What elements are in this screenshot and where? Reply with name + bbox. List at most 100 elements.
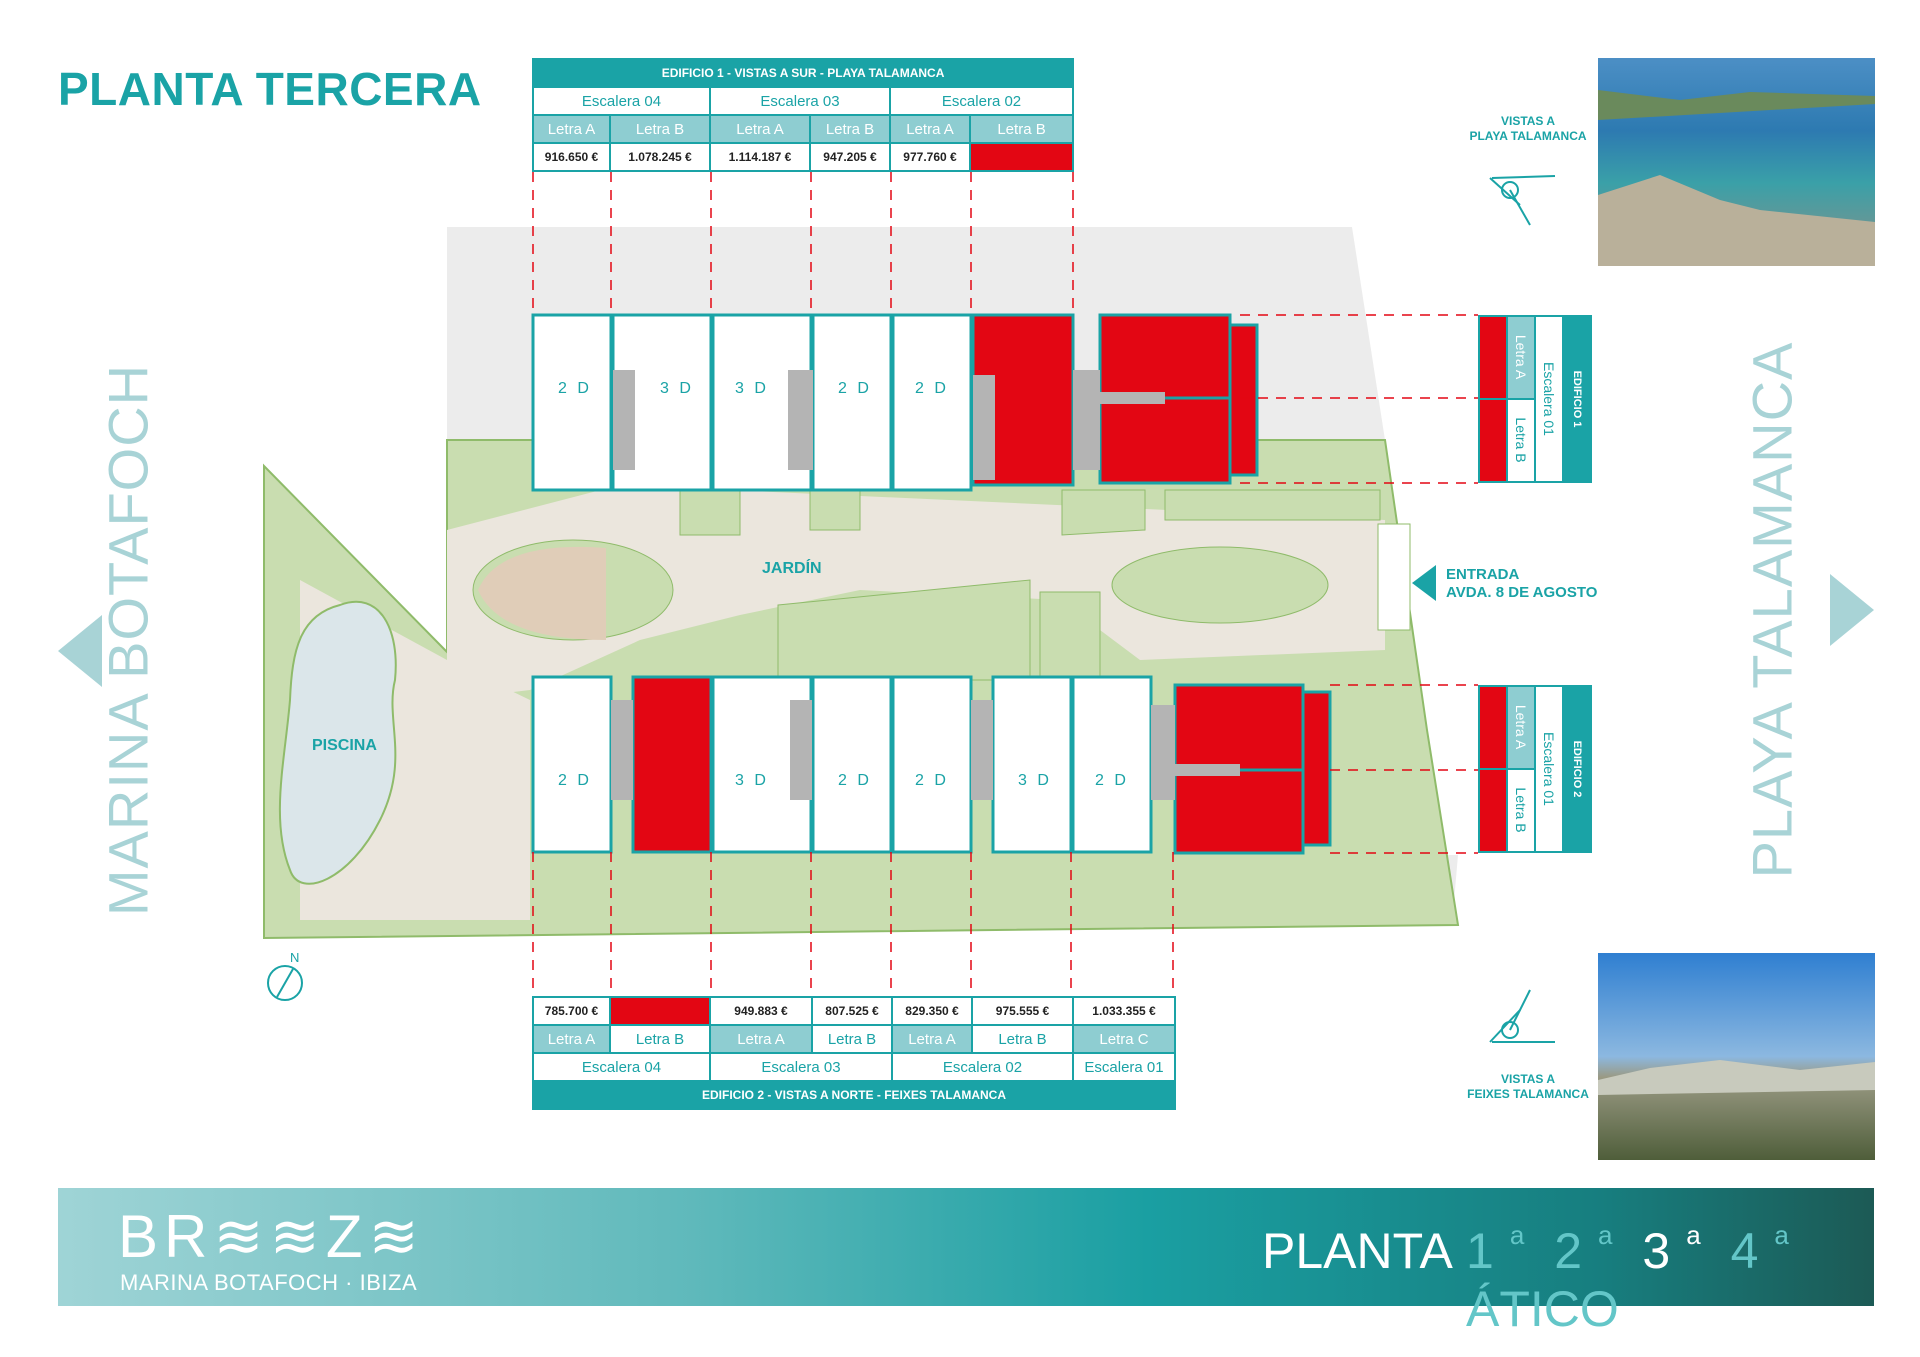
b2-letra: Letra C — [1072, 1024, 1176, 1054]
building-2-side-table: Letra A Letra B Escalera 01 EDIFICIO 2 — [1478, 685, 1592, 853]
b2-letra: Letra B — [811, 1024, 893, 1054]
b1-side-edificio-cell — [1562, 315, 1592, 483]
b2-price: 1.033.355 € — [1072, 996, 1176, 1026]
b1-side-letra-a: Letra A — [1513, 334, 1529, 380]
garden-bed-top-4 — [1164, 489, 1381, 521]
b2-letra: Letra A — [891, 1024, 973, 1054]
pool-label: PISCINA — [312, 737, 377, 754]
b1-side-letra-b: Letra B — [1513, 417, 1529, 463]
b1-side-sold-b — [1478, 398, 1508, 483]
b2-side-edificio-cell — [1562, 685, 1592, 853]
views-top-line-1: VISTAS A — [1500, 114, 1555, 128]
unit-b1-2[interactable]: 3 D — [660, 380, 694, 397]
unit-b2-5[interactable]: 3 D — [1018, 772, 1052, 789]
unit-b2-2[interactable]: 3 D — [735, 772, 769, 789]
unit-b2-3[interactable]: 2 D — [838, 772, 872, 789]
views-label-top: VISTAS A PLAYA TALAMANCA — [1448, 114, 1608, 144]
unit-b1-5[interactable]: 2 D — [915, 380, 949, 397]
planta-label: PLANTA — [1262, 1223, 1453, 1279]
b1-escalera-02: Escalera 02 — [888, 86, 1075, 116]
guide-lines-b2 — [532, 684, 1478, 995]
floor-1-sup: a — [1509, 1220, 1525, 1250]
floor-3-num: 3 — [1642, 1223, 1671, 1279]
floor-2-sup: a — [1598, 1220, 1613, 1250]
unit-b1-3[interactable]: 3 D — [735, 380, 769, 397]
views-top-line-2: PLAYA TALAMANCA — [1469, 129, 1587, 143]
floor-3-sup: a — [1686, 1220, 1701, 1250]
b2-letra: Letra A — [532, 1024, 611, 1054]
entrance-arrow-icon — [1412, 565, 1436, 601]
b1-letra: Letra B — [609, 114, 711, 144]
views-bottom-line-1: VISTAS A — [1500, 1072, 1555, 1086]
compass-icon — [267, 965, 303, 1001]
b1-price: 916.650 € — [532, 142, 611, 172]
unit-b1-4[interactable]: 2 D — [838, 380, 872, 397]
pool-shape — [278, 600, 397, 885]
b1-letra: Letra A — [709, 114, 811, 144]
views-label-bottom: VISTAS A FEIXES TALAMANCA — [1448, 1072, 1608, 1102]
guide-lines-b1 — [532, 172, 1478, 484]
b2-price: 829.350 € — [891, 996, 973, 1026]
building-1-header: EDIFICIO 1 - VISTAS A SUR - PLAYA TALAMA… — [531, 58, 1075, 88]
b1-side-edificio: EDIFICIO 1 — [1571, 370, 1583, 428]
b2-letra: Letra A — [709, 1024, 813, 1054]
b2-escalera-02: Escalera 02 — [891, 1052, 1074, 1082]
building-1-table: EDIFICIO 1 - VISTAS A SUR - PLAYA TALAMA… — [531, 58, 1075, 172]
b2-side-letra-a: Letra A — [1513, 704, 1529, 750]
building-2-cores — [611, 700, 1240, 800]
brand-subtitle: MARINA BOTAFOCH · IBIZA — [120, 1270, 418, 1295]
b1-price: 947.205 € — [809, 142, 891, 172]
b1-letra: Letra A — [889, 114, 971, 144]
b2-side-escalera-cell — [1534, 685, 1564, 853]
b2-escalera-01: Escalera 01 — [1072, 1052, 1176, 1082]
b2-price: 807.525 € — [811, 996, 893, 1026]
garden-bed-left-pink — [478, 546, 606, 640]
brand-logo: BR≋≋Z≋ — [118, 1203, 425, 1270]
b2-side-edificio: EDIFICIO 2 — [1571, 740, 1583, 798]
arrow-left-icon — [58, 615, 102, 687]
floor-1-num: 1 — [1466, 1223, 1494, 1279]
garden-bed-top-2 — [809, 489, 861, 531]
floor-4-num: 4 — [1730, 1223, 1759, 1279]
floor-atico[interactable]: ÁTICO — [1466, 1281, 1619, 1337]
b1-side-sold-a — [1478, 315, 1508, 400]
building-2-header: EDIFICIO 2 - VISTAS A NORTE - FEIXES TAL… — [532, 1080, 1176, 1110]
unit-b2-1[interactable]: 2 D — [558, 772, 592, 789]
b2-side-letra-b: Letra B — [1513, 787, 1529, 833]
b2-price: 785.700 € — [532, 996, 611, 1026]
garden-bed-top-1 — [679, 489, 741, 536]
b1-side-escalera-cell — [1534, 315, 1564, 483]
b2-escalera-03: Escalera 03 — [709, 1052, 893, 1082]
entrance-line-1: ENTRADA — [1446, 566, 1520, 583]
building-2-table: 785.700 € 949.883 € 807.525 € 829.350 € … — [532, 996, 1176, 1110]
b1-letra: Letra B — [968, 114, 1075, 144]
garden-bed-right — [1111, 546, 1329, 624]
b2-price-sold — [609, 996, 711, 1026]
garden-bed-center-2 — [1039, 591, 1101, 681]
views-bottom-line-2: FEIXES TALAMANCA — [1467, 1087, 1589, 1101]
garden-label: JARDÍN — [762, 560, 822, 577]
b2-price: 975.555 € — [971, 996, 1074, 1026]
b2-side-escalera: Escalera 01 — [1541, 732, 1557, 806]
b2-side-sold-a — [1478, 685, 1508, 770]
building-1-side-table: Letra A Letra B Escalera 01 EDIFICIO 1 — [1478, 315, 1592, 483]
unit-b2-4[interactable]: 2 D — [915, 772, 949, 789]
b2-side-sold-b — [1478, 768, 1508, 853]
unit-b1-1[interactable]: 2 D — [558, 380, 592, 397]
b1-price: 1.114.187 € — [709, 142, 811, 172]
garden-bed-top-3 — [1061, 489, 1146, 536]
footer-bar — [58, 1188, 1874, 1306]
b1-price-sold — [968, 142, 1075, 172]
b2-escalera-04: Escalera 04 — [532, 1052, 711, 1082]
unit-b2-6[interactable]: 2 D — [1095, 772, 1129, 789]
view-eye-icon-top — [1489, 175, 1556, 226]
b1-escalera-04: Escalera 04 — [532, 86, 711, 116]
b2-price: 949.883 € — [709, 996, 813, 1026]
photo-feixes-talamanca — [1598, 953, 1875, 1160]
